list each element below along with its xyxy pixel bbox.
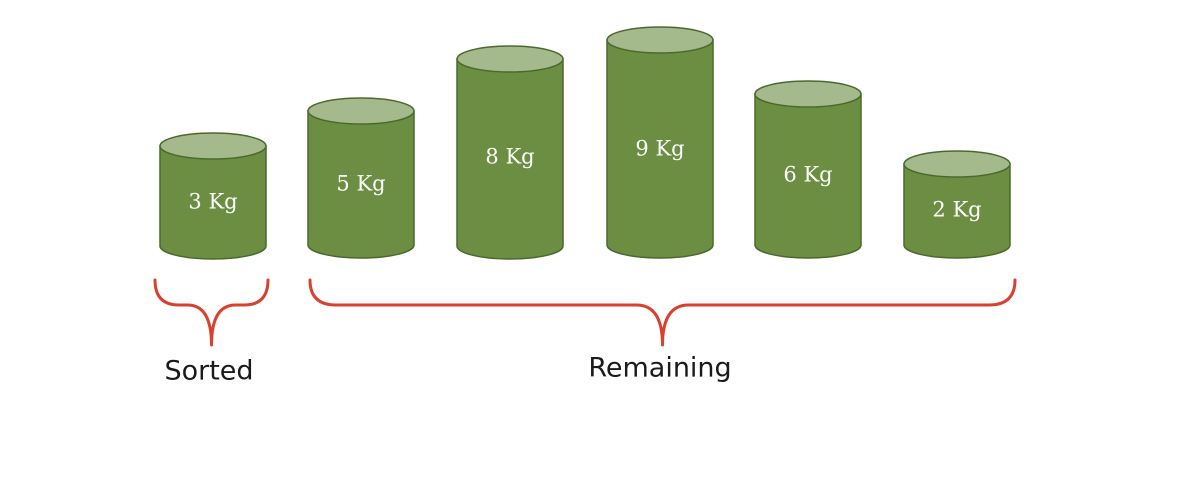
- cylinder-top: [456, 45, 564, 73]
- cylinder-4: 9 Kg: [606, 26, 714, 259]
- cylinder-body: [307, 110, 415, 259]
- cylinder-top: [606, 26, 714, 54]
- cylinders-group: 3 Kg 5 Kg 8 Kg 9 Kg 6 Kg 2 Kg: [159, 26, 1011, 260]
- remaining-label: Remaining: [588, 353, 731, 384]
- cylinder-body: [754, 93, 862, 259]
- cylinder-weight-label: 5 Kg: [336, 172, 385, 196]
- cylinder-1: 3 Kg: [159, 132, 267, 260]
- cylinder-5: 6 Kg: [754, 80, 862, 259]
- cylinder-body: [456, 58, 564, 260]
- cylinder-top: [903, 150, 1011, 178]
- cylinder-weight-label: 6 Kg: [783, 163, 832, 187]
- cylinder-weight-label: 3 Kg: [188, 190, 237, 214]
- cylinder-6: 2 Kg: [903, 150, 1011, 259]
- cylinder-weight-label: 2 Kg: [932, 198, 981, 222]
- cylinder-body: [159, 145, 267, 260]
- sorted-label: Sorted: [164, 356, 253, 387]
- cylinder-weight-label: 9 Kg: [635, 137, 684, 161]
- cylinder-2: 5 Kg: [307, 97, 415, 259]
- cylinder-top: [307, 97, 415, 125]
- cylinder-body: [606, 39, 714, 259]
- remaining-brace: [308, 278, 1017, 347]
- cylinder-weight-label: 8 Kg: [485, 145, 534, 169]
- sorted-brace: [153, 278, 270, 347]
- cylinder-top: [754, 80, 862, 108]
- cylinder-3: 8 Kg: [456, 45, 564, 260]
- cylinder-top: [159, 132, 267, 160]
- cylinder-body: [903, 163, 1011, 259]
